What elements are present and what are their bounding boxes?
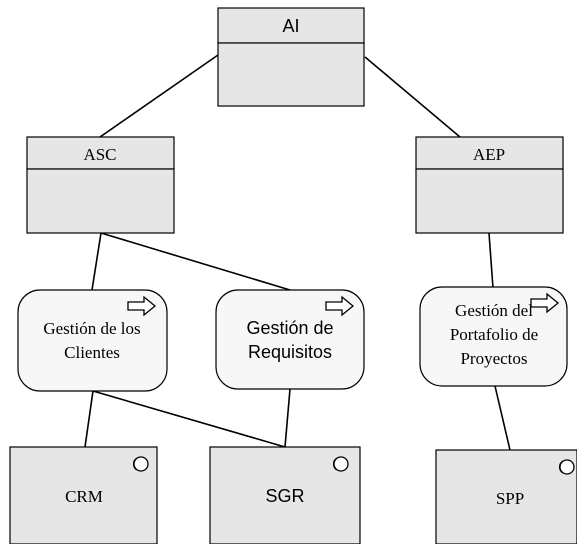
edge-requisitos-sgr bbox=[284, 388, 291, 448]
right-arrow-icon bbox=[530, 292, 560, 314]
process-gestion-portafolio-line-2: Portafolio de bbox=[450, 325, 538, 344]
connectors bbox=[84, 54, 511, 451]
component-crm-box bbox=[9, 446, 158, 544]
process-gestion-clientes-box bbox=[17, 289, 168, 392]
edge-ai-asc bbox=[99, 54, 219, 138]
component-icon bbox=[559, 459, 575, 475]
node-aep-body bbox=[415, 168, 564, 234]
process-gestion-requisitos-line-2: Requisitos bbox=[248, 342, 332, 362]
process-gestion-clientes-line-2: Clientes bbox=[64, 343, 120, 362]
process-gestion-requisitos-box bbox=[215, 289, 365, 390]
process-gestion-requisitos[interactable]: Gestión de Requisitos bbox=[215, 289, 365, 390]
component-spp-box bbox=[435, 449, 577, 544]
process-gestion-portafolio-line-3: Proyectos bbox=[460, 349, 527, 368]
component-crm-label: CRM bbox=[65, 487, 103, 506]
component-crm[interactable]: CRM bbox=[9, 446, 158, 544]
node-ai-body bbox=[217, 42, 365, 107]
node-ai[interactable]: AI bbox=[217, 7, 365, 107]
component-spp[interactable]: SPP bbox=[435, 449, 577, 544]
edge-aep-portafolio bbox=[488, 232, 494, 289]
component-sgr-label: SGR bbox=[265, 486, 304, 506]
node-aep[interactable]: AEP bbox=[415, 136, 564, 234]
process-gestion-requisitos-line-1: Gestión de bbox=[246, 318, 333, 338]
component-spp-label: SPP bbox=[496, 489, 524, 508]
edge-asc-requisitos bbox=[100, 232, 291, 291]
node-asc[interactable]: ASC bbox=[26, 136, 175, 234]
node-asc-label: ASC bbox=[83, 145, 116, 164]
process-gestion-portafolio[interactable]: Gestión del Portafolio de Proyectos bbox=[419, 286, 568, 387]
component-icon bbox=[133, 456, 149, 472]
node-aep-label: AEP bbox=[473, 145, 505, 164]
edge-clientes-sgr bbox=[92, 390, 286, 448]
node-asc-body bbox=[26, 168, 175, 234]
edge-portafolio-spp bbox=[494, 385, 511, 451]
edge-asc-clientes bbox=[91, 232, 102, 291]
right-arrow-icon bbox=[325, 295, 355, 317]
process-gestion-clientes[interactable]: Gestión de los Clientes bbox=[17, 289, 168, 392]
process-gestion-portafolio-line-1: Gestión del bbox=[455, 301, 533, 320]
process-gestion-portafolio-box bbox=[419, 286, 568, 387]
component-icon bbox=[333, 456, 349, 472]
edge-ai-aep bbox=[364, 56, 461, 138]
right-arrow-icon bbox=[127, 295, 157, 317]
node-ai-header bbox=[217, 7, 365, 44]
component-sgr[interactable]: SGR bbox=[209, 446, 361, 544]
edge-clientes-crm bbox=[84, 390, 94, 448]
node-ai-label: AI bbox=[282, 16, 299, 36]
process-gestion-clientes-line-1: Gestión de los bbox=[43, 319, 140, 338]
